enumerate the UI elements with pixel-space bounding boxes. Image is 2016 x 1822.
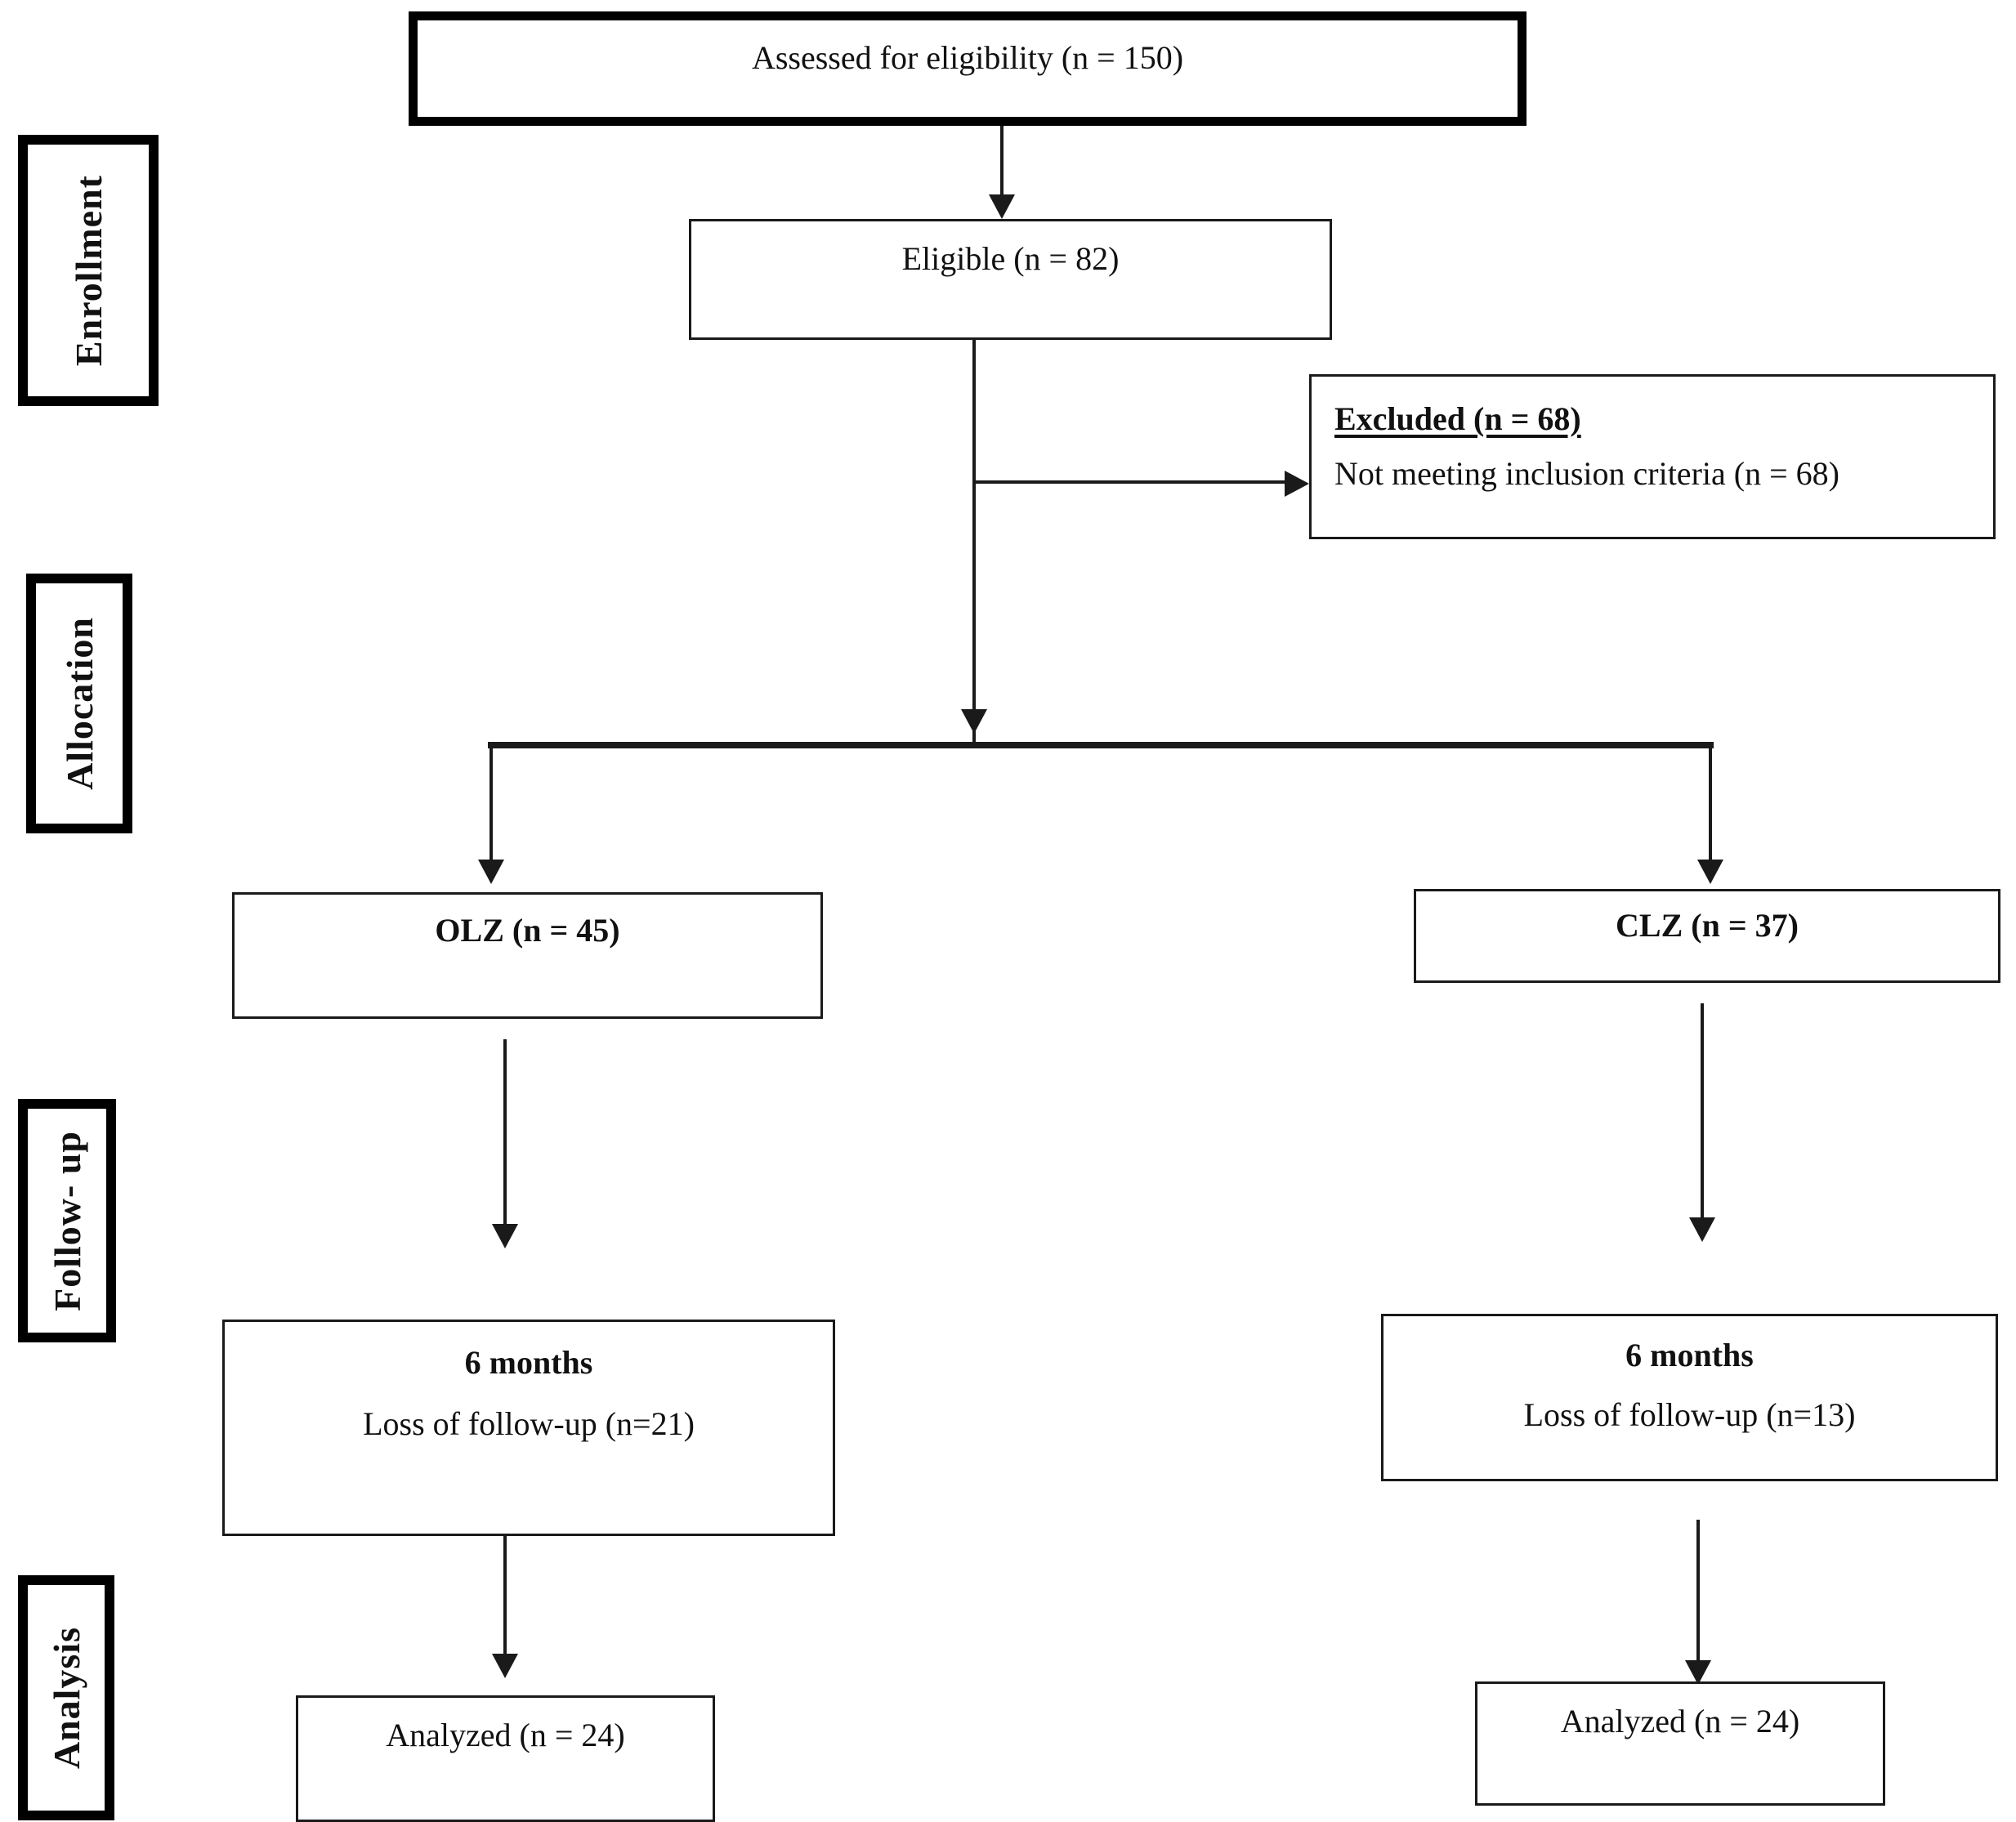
node-olz-followup-loss: Loss of follow-up (n=21) bbox=[363, 1404, 695, 1442]
arrowhead-split-to-clz bbox=[1697, 860, 1723, 884]
node-olz-followup: 6 months Loss of follow-up (n=21) bbox=[222, 1320, 835, 1536]
arrowhead-assessed-to-eligible bbox=[989, 194, 1015, 219]
node-clz-analyzed: Analyzed (n = 24) bbox=[1475, 1681, 1885, 1806]
connector-eligible-to-excluded bbox=[974, 480, 1286, 484]
stage-label-allocation: Allocation bbox=[26, 574, 132, 833]
node-clz-followup: 6 months Loss of follow-up (n=13) bbox=[1381, 1314, 1998, 1481]
arrowhead-allocation-split bbox=[961, 709, 987, 734]
arrowhead-split-to-olz bbox=[478, 860, 504, 884]
node-clz-text: CLZ (n = 37) bbox=[1616, 907, 1799, 944]
stage-label-enrollment: Enrollment bbox=[18, 135, 159, 406]
node-excluded-reason: Not meeting inclusion criteria (n = 68) bbox=[1334, 454, 1839, 492]
node-clz-followup-loss: Loss of follow-up (n=13) bbox=[1523, 1396, 1856, 1433]
stage-label-enrollment-text: Enrollment bbox=[67, 174, 110, 367]
node-eligible-text: Eligible (n = 82) bbox=[901, 240, 1120, 277]
arrowhead-olz-followup-to-analyzed bbox=[492, 1654, 518, 1678]
node-olz-followup-duration: 6 months bbox=[464, 1344, 593, 1381]
connector-clz-followup-to-analyzed bbox=[1696, 1520, 1700, 1667]
stage-label-followup: Follow- up bbox=[18, 1099, 116, 1342]
node-clz-followup-duration: 6 months bbox=[1625, 1337, 1754, 1373]
arrowhead-eligible-to-excluded bbox=[1285, 471, 1309, 497]
node-olz-analyzed-text: Analyzed (n = 24) bbox=[386, 1717, 625, 1753]
arrowhead-olz-to-followup bbox=[492, 1224, 518, 1248]
stage-label-followup-text: Follow- up bbox=[46, 1130, 88, 1311]
stage-label-analysis-text: Analysis bbox=[45, 1626, 87, 1770]
connector-clz-to-followup bbox=[1701, 1003, 1704, 1222]
connector-allocation-split-bar bbox=[488, 742, 1714, 748]
node-eligible: Eligible (n = 82) bbox=[689, 219, 1332, 340]
stage-label-allocation-text: Allocation bbox=[58, 617, 101, 790]
arrowhead-clz-to-followup bbox=[1689, 1217, 1715, 1242]
node-assessed-text: Assessed for eligibility (n = 150) bbox=[751, 39, 1184, 76]
connector-olz-followup-to-analyzed bbox=[503, 1536, 507, 1659]
node-olz-allocation: OLZ (n = 45) bbox=[232, 892, 823, 1019]
connector-split-to-clz bbox=[1709, 745, 1712, 866]
stage-label-analysis: Analysis bbox=[18, 1575, 114, 1820]
connector-olz-to-followup bbox=[503, 1039, 507, 1229]
node-clz-allocation: CLZ (n = 37) bbox=[1414, 889, 2000, 983]
arrowhead-clz-followup-to-analyzed bbox=[1685, 1660, 1711, 1685]
node-excluded: Excluded (n = 68) Not meeting inclusion … bbox=[1309, 374, 1996, 539]
node-clz-analyzed-text: Analyzed (n = 24) bbox=[1560, 1703, 1800, 1739]
node-excluded-heading: Excluded (n = 68) bbox=[1334, 400, 1581, 437]
connector-split-to-olz bbox=[489, 745, 493, 866]
node-assessed-for-eligibility: Assessed for eligibility (n = 150) bbox=[409, 11, 1527, 126]
node-olz-analyzed: Analyzed (n = 24) bbox=[296, 1695, 715, 1822]
node-olz-text: OLZ (n = 45) bbox=[435, 912, 620, 949]
connector-eligible-trunk bbox=[972, 340, 976, 745]
connector-assessed-to-eligible bbox=[1000, 126, 1004, 199]
